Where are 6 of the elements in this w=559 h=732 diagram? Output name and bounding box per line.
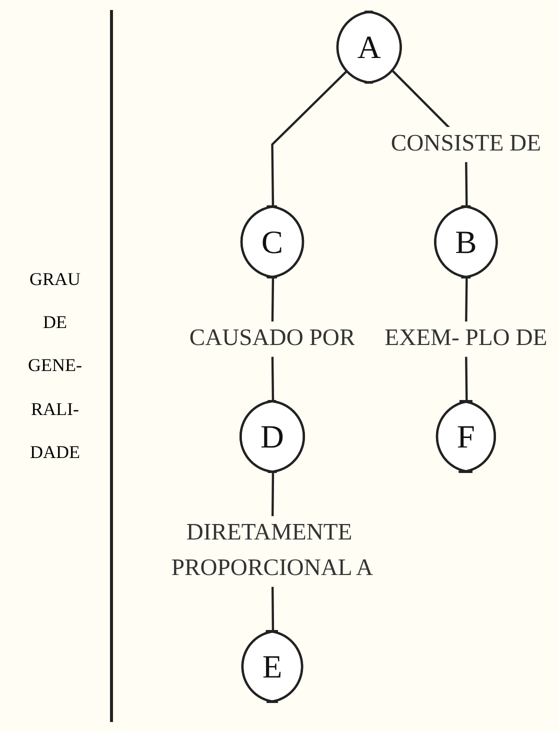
edge-label: CAUSADO POR	[189, 326, 356, 351]
edge-label: DIRETAMENTE PROPORCIONAL A	[171, 520, 374, 581]
edge-label: CONSISTE DE	[390, 131, 541, 156]
axis-label: GRAU DE GENE- RALI- DADE	[27, 268, 83, 464]
connector	[271, 70, 348, 208]
edge-label: EXEM- PLO DE	[384, 326, 548, 351]
